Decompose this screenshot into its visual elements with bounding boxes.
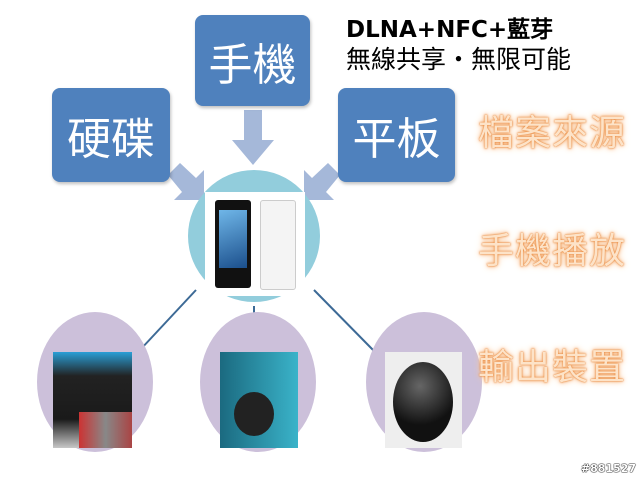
arrow-diag-right <box>304 163 340 200</box>
watermark: #881527 <box>580 462 636 475</box>
output-photo-middle <box>220 352 298 448</box>
arrow-diag-left <box>168 163 204 200</box>
arrow-down <box>232 110 274 165</box>
connector-left <box>139 289 197 351</box>
label-source: 檔案來源 <box>478 113 627 154</box>
output-photo-left <box>53 352 132 448</box>
label-output: 輸出裝置 <box>478 347 627 388</box>
source-box-disk: 硬碟 <box>52 88 170 182</box>
headline-line1: DLNA+NFC+藍芽 <box>346 17 554 43</box>
source-box-tablet: 平板 <box>338 88 455 182</box>
headline-line2: 無線共享・無限可能 <box>346 45 572 74</box>
source-box-phone: 手機 <box>195 15 310 106</box>
output-photo-right <box>385 352 462 448</box>
label-player: 手機播放 <box>478 231 627 272</box>
connector-right <box>313 289 376 353</box>
phone-image <box>205 192 305 296</box>
